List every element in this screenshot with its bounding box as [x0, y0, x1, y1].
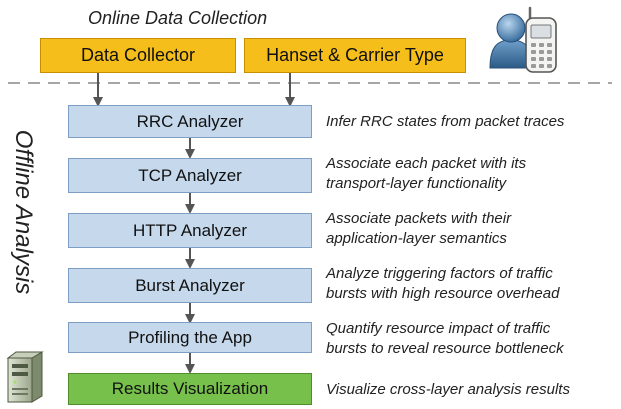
burst-analyzer-box: Burst Analyzer	[68, 268, 312, 303]
online-collection-title: Online Data Collection	[88, 8, 268, 28]
description-line: Associate each packet with its	[326, 155, 527, 172]
profiling-app-description: Quantify resource impact of traffic burs…	[326, 319, 564, 359]
http-analyzer-description: Associate packets with their application…	[326, 209, 511, 249]
http-analyzer-box: HTTP Analyzer	[68, 213, 312, 248]
results-visualization-description: Visualize cross-layer analysis results	[326, 380, 570, 400]
tcp-analyzer-description: Associate each packet with its transport…	[326, 154, 526, 194]
burst-analyzer-description: Analyze triggering factors of traffic bu…	[326, 264, 559, 304]
data-collector-box: Data Collector	[40, 38, 236, 73]
description-line: Visualize cross-layer analysis results	[326, 381, 570, 398]
description-line: Quantify resource impact of traffic	[326, 320, 551, 337]
rrc-analyzer-box: RRC Analyzer	[68, 105, 312, 138]
tcp-analyzer-box: TCP Analyzer	[68, 158, 312, 193]
handset-carrier-box: Hanset & Carrier Type	[244, 38, 466, 73]
profiling-app-box: Profiling the App	[68, 322, 312, 353]
mobile-phone-icon	[525, 6, 557, 73]
description-line: bursts with high resource overhead	[326, 285, 560, 302]
results-visualization-box: Results Visualization	[68, 373, 312, 405]
server-icon	[6, 351, 44, 403]
description-line: Analyze triggering factors of traffic	[326, 265, 553, 282]
rrc-analyzer-description: Infer RRC states from packet traces	[326, 112, 564, 132]
description-line: application-layer semantics	[326, 230, 507, 247]
description-line: transport-layer functionality	[326, 175, 507, 192]
description-line: Associate packets with their	[326, 210, 512, 227]
description-line: Infer RRC states from packet traces	[326, 113, 565, 130]
description-line: bursts to reveal resource bottleneck	[326, 340, 564, 357]
user-icon	[489, 13, 533, 69]
offline-analysis-label: Offline Analysis	[10, 129, 37, 295]
